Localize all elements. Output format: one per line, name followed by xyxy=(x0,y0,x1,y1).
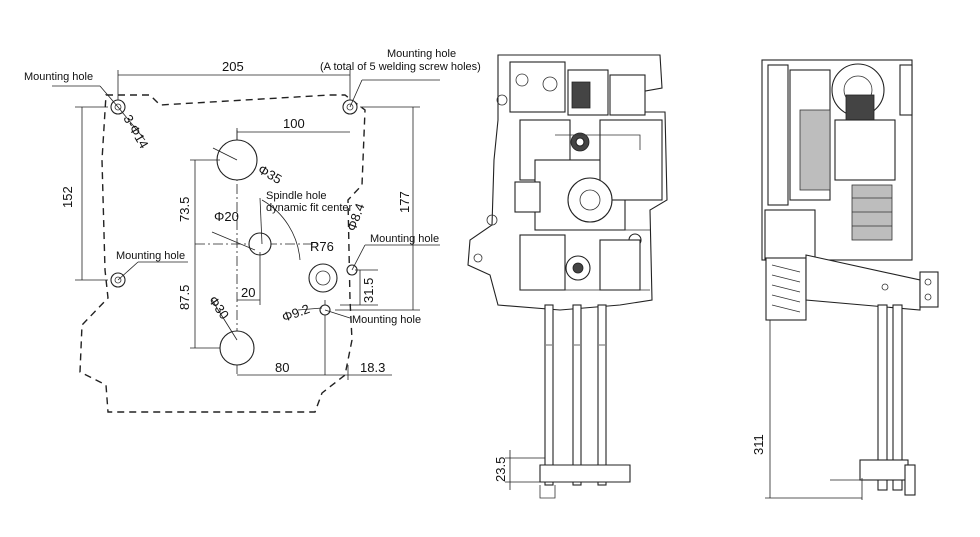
dim-177: 177 xyxy=(397,191,412,213)
hole-phi30 xyxy=(219,330,255,366)
dim-20: 20 xyxy=(241,285,255,300)
label-mounting-hole-right-mid: Mounting hole xyxy=(370,233,439,245)
label-mounting-hole-bottom: Mounting hole xyxy=(352,314,421,326)
dia-20: Φ20 xyxy=(214,209,239,224)
dim-100: 100 xyxy=(283,116,305,131)
label-mounting-hole-top-right: Mounting hole xyxy=(387,48,456,60)
radius-76: R76 xyxy=(310,239,334,254)
front-view: 205 100 152 177 73.5 87.5 20 80 18.3 31.… xyxy=(24,48,481,413)
dim-73-5: 73.5 xyxy=(177,197,192,222)
label-mounting-hole-top-right-note: (A total of 5 welding screw holes) xyxy=(320,61,481,73)
dim-152: 152 xyxy=(60,186,75,208)
holes-3-phi14: 3-Φ14 xyxy=(120,112,151,151)
dim-80: 80 xyxy=(275,360,289,375)
spindle-hole-phi20 xyxy=(248,232,272,256)
dim-31-5: 31.5 xyxy=(361,278,376,303)
dia-30: Φ30 xyxy=(206,293,233,322)
plate-outline xyxy=(79,94,366,413)
dia-9-2: Φ9.2 xyxy=(280,301,312,325)
dim-18-3: 18.3 xyxy=(360,360,385,375)
dim-23-5: 23.5 xyxy=(493,457,508,482)
dim-311: 311 xyxy=(751,434,766,455)
dia-35: Φ35 xyxy=(256,162,285,187)
spindle-boss xyxy=(308,263,338,293)
label-mounting-hole-top-left: Mounting hole xyxy=(24,71,93,83)
dim-87-5: 87.5 xyxy=(177,285,192,310)
side-view: 311 xyxy=(751,59,939,500)
label-spindle-fit-center: dynamic fit center xyxy=(266,202,353,214)
middle-view: 23.5 xyxy=(467,54,668,499)
label-mounting-hole-left: Mounting hole xyxy=(116,250,185,262)
dim-205: 205 xyxy=(222,59,244,74)
label-spindle-hole: Spindle hole xyxy=(266,190,327,202)
